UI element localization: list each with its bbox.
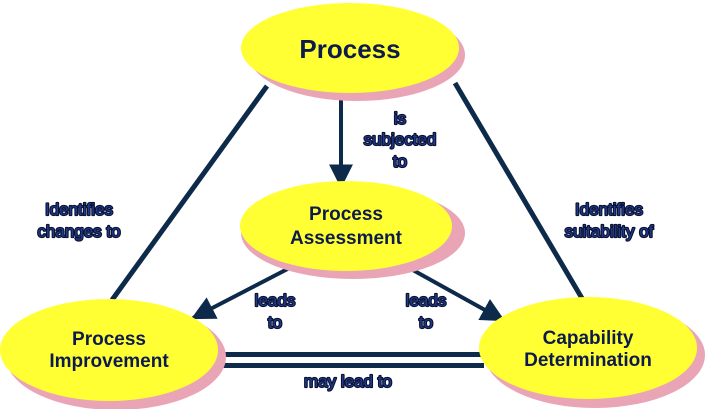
label-identifies-suitability-1: Identifies xyxy=(575,200,643,219)
node-assessment-label-1: Process xyxy=(309,204,383,225)
label-subjected-3: to xyxy=(393,152,407,171)
node-improvement-label-1: Process xyxy=(72,329,146,350)
label-subjected-2: subjected xyxy=(364,130,437,149)
node-process-ellipse xyxy=(241,3,459,93)
node-capability-ellipse xyxy=(479,297,697,399)
node-capability: Capability Determination xyxy=(479,297,705,408)
node-assessment-label-2: Assessment xyxy=(290,228,403,249)
node-improvement: Process Improvement xyxy=(0,299,226,409)
label-identifies-suitability-2: suitability of xyxy=(565,222,654,241)
node-improvement-label-2: Improvement xyxy=(49,351,169,372)
node-assessment-ellipse xyxy=(240,181,452,271)
label-identifies-changes-1: Identifies xyxy=(45,200,113,219)
edge-assessment-to-improvement xyxy=(190,260,302,320)
node-capability-label-1: Capability xyxy=(543,328,634,349)
edges xyxy=(109,81,586,368)
edge-process-to-improvement xyxy=(109,84,270,302)
label-leads-right-1: leads xyxy=(406,291,447,310)
node-capability-label-2: Determination xyxy=(524,350,652,371)
node-assessment: Process Assessment xyxy=(240,181,465,279)
edge-labels: is subjected to Identifies changes to Id… xyxy=(36,108,654,392)
label-leads-left-1: leads xyxy=(255,291,296,310)
edge-improvement-capability-bar-inner xyxy=(222,357,484,363)
label-may-lead: may lead to xyxy=(304,372,392,391)
edge-process-to-capability xyxy=(452,81,586,302)
label-leads-left-2: to xyxy=(268,313,282,332)
label-leads-right-2: to xyxy=(419,313,433,332)
node-process-label: Process xyxy=(299,34,400,64)
node-improvement-ellipse xyxy=(0,299,218,401)
label-identifies-changes-2: changes to xyxy=(37,222,120,241)
label-subjected-1: is xyxy=(394,109,406,128)
node-process: Process xyxy=(241,3,465,101)
